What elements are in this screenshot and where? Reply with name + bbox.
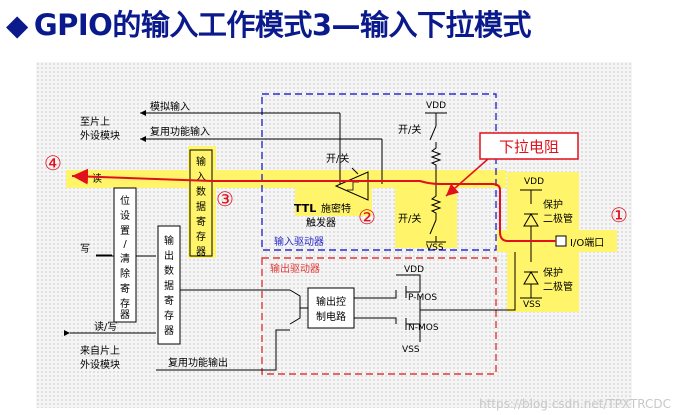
svg-text:位: 位 bbox=[120, 194, 130, 207]
step-2-marker: ② bbox=[358, 205, 376, 229]
svg-text:数: 数 bbox=[196, 185, 206, 198]
pulldown-callout-text: 下拉电阻 bbox=[499, 138, 559, 156]
alt-func-input-label: 复用功能输入 bbox=[150, 125, 210, 138]
pulldown-callout-arrow bbox=[445, 158, 489, 197]
watermark: https://blog.csdn.net/TPXTRCDC bbox=[478, 397, 671, 411]
pull-down-switch-label: 开/关 bbox=[398, 212, 421, 225]
from-peripheral-label-2: 外设模块 bbox=[80, 359, 120, 371]
svg-text:输: 输 bbox=[196, 155, 206, 168]
svg-text:清: 清 bbox=[120, 252, 130, 265]
read-write-label: 读/写 bbox=[94, 320, 117, 333]
vss-diode-label: VSS bbox=[523, 300, 541, 310]
input-driver-label: 输入驱动器 bbox=[274, 235, 324, 248]
schmitt-label-1: 施密特 bbox=[321, 202, 351, 215]
svg-text:存: 存 bbox=[196, 230, 206, 243]
step-1-marker: ① bbox=[610, 203, 628, 227]
schmitt-label-2: 触发器 bbox=[306, 216, 336, 229]
alt-func-input-line bbox=[140, 136, 383, 184]
svg-text:设: 设 bbox=[120, 210, 130, 222]
vdd-top-label: VDD bbox=[426, 101, 446, 111]
bit-set-reset-register bbox=[113, 187, 137, 323]
vss-mid-label: VSS bbox=[426, 243, 444, 253]
vdd-out-label: VDD bbox=[404, 265, 424, 275]
io-pin-label: I/O端口 bbox=[570, 236, 604, 249]
vdd-diode-label: VDD bbox=[524, 177, 544, 187]
svg-text:据: 据 bbox=[164, 279, 174, 292]
bit-set-reset-register-text: 位 设 置 / 清 除 寄 存 器 bbox=[120, 194, 130, 321]
schmitt-ttl-label: TTL bbox=[294, 202, 316, 215]
analog-input-label: 模拟输入 bbox=[150, 100, 190, 113]
protect-diode-bot-2: 二极管 bbox=[543, 280, 573, 293]
to-peripheral-label-2: 外设模块 bbox=[80, 130, 120, 142]
input-data-register-text: 输 入 数 据 寄 存 器 bbox=[196, 155, 206, 258]
vss-out-label: VSS bbox=[402, 345, 420, 355]
svg-text:寄: 寄 bbox=[164, 294, 174, 307]
signal-highlight bbox=[66, 146, 617, 312]
pulldown-callout-box bbox=[479, 132, 579, 160]
protect-diode-top-1: 保护 bbox=[543, 198, 563, 211]
svg-text:器: 器 bbox=[196, 246, 206, 258]
pull-resistor-network bbox=[425, 112, 447, 243]
output-driver-box bbox=[261, 257, 497, 375]
svg-text:输: 输 bbox=[164, 234, 174, 247]
from-peripheral-label-1: 来自片上 bbox=[80, 344, 120, 357]
slide-title-text: GPIO的输入工作模式3—输入下拉模式 bbox=[33, 8, 532, 42]
svg-text:/: / bbox=[123, 239, 127, 250]
svg-text:数: 数 bbox=[164, 264, 174, 277]
svg-text:据: 据 bbox=[196, 200, 206, 213]
output-control-box bbox=[307, 287, 355, 329]
p-mos-label: P-MOS bbox=[408, 293, 437, 303]
alt-func-output-label: 复用功能输出 bbox=[168, 356, 228, 369]
protect-diode-bot-1: 保护 bbox=[543, 266, 563, 279]
svg-text:器: 器 bbox=[164, 325, 174, 337]
input-driver-box bbox=[261, 93, 497, 251]
svg-text:出: 出 bbox=[164, 249, 174, 262]
output-data-register bbox=[157, 225, 181, 345]
output-data-register-text: 输 出 数 据 寄 存 器 bbox=[164, 234, 174, 337]
svg-text:寄: 寄 bbox=[120, 282, 130, 295]
protection-diodes bbox=[520, 189, 542, 299]
diamond-bullet-icon: ◆ bbox=[6, 8, 28, 42]
step-4-marker: ④ bbox=[44, 151, 62, 175]
svg-text:器: 器 bbox=[120, 309, 130, 321]
signal-path-red bbox=[71, 168, 556, 242]
output-control-label-1: 输出控 bbox=[316, 295, 346, 308]
svg-text:存: 存 bbox=[120, 297, 130, 310]
step-3-marker: ③ bbox=[216, 187, 234, 211]
io-pin-square bbox=[555, 235, 567, 247]
to-peripheral-label-1: 至片上 bbox=[80, 115, 110, 128]
svg-text:除: 除 bbox=[120, 267, 130, 280]
analog-input-line bbox=[140, 110, 341, 184]
write-label: 写 bbox=[80, 243, 90, 255]
schmitt-switch-label: 开/关 bbox=[326, 152, 349, 165]
schmitt-switch-icon bbox=[351, 167, 359, 175]
protect-diode-top-2: 二极管 bbox=[543, 212, 573, 225]
n-mos-label: N-MOS bbox=[408, 323, 439, 333]
svg-text:寄: 寄 bbox=[196, 215, 206, 228]
read-label: 读 bbox=[92, 172, 102, 185]
slide-title: ◆GPIO的输入工作模式3—输入下拉模式 bbox=[6, 2, 532, 44]
svg-text:置: 置 bbox=[120, 225, 130, 237]
input-data-register bbox=[189, 149, 213, 257]
svg-text:存: 存 bbox=[164, 309, 174, 322]
output-driver-label: 输出驱动器 bbox=[270, 262, 320, 275]
output-control-label-2: 制电路 bbox=[316, 310, 346, 323]
svg-text:入: 入 bbox=[196, 172, 206, 183]
pull-up-switch-label: 开/关 bbox=[398, 123, 421, 136]
